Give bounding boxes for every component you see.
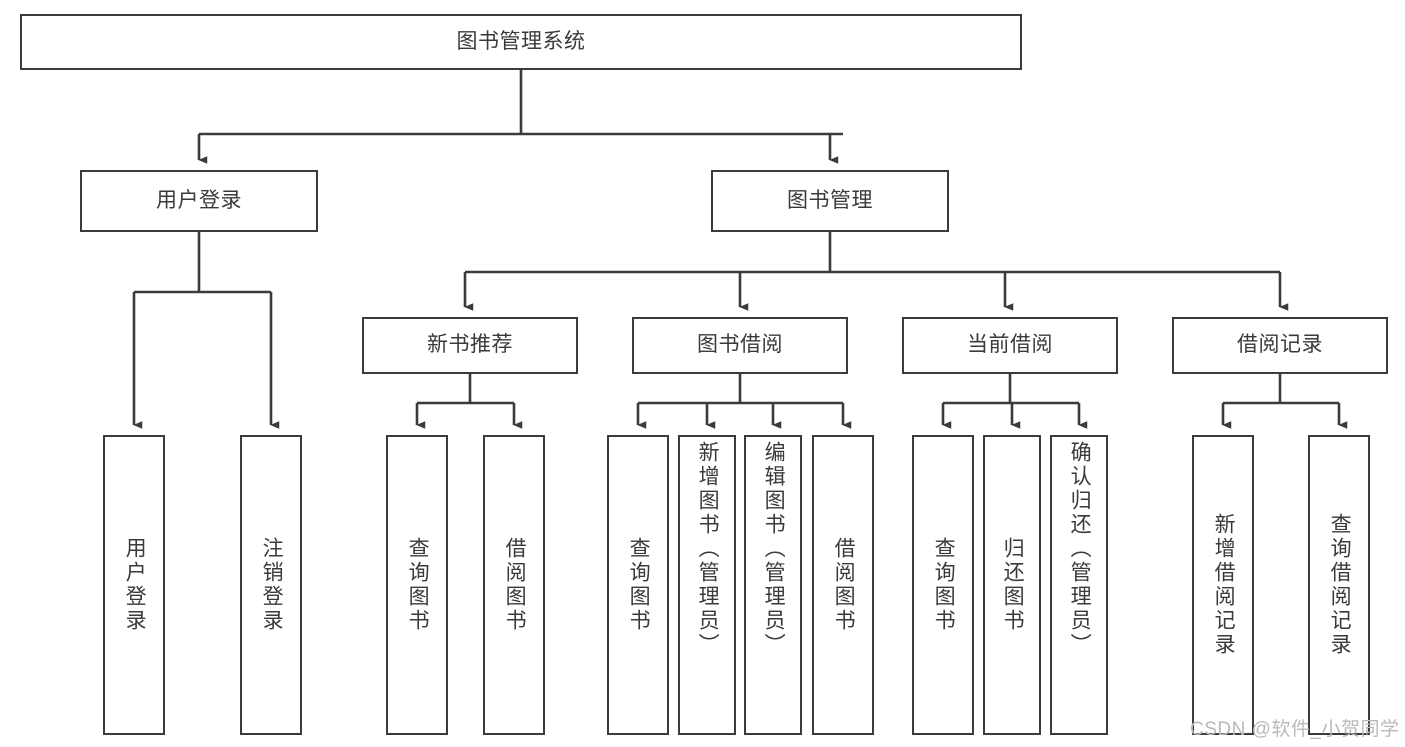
node-leaf-query-book-3-label: 查询图书 (932, 537, 956, 633)
node-leaf-edit-book-label: 编辑图书（管理员） (762, 441, 786, 657)
node-leaf-borrow-book-2[interactable]: 借阅图书 (812, 435, 874, 735)
node-user-login[interactable]: 用户登录 (80, 170, 318, 232)
node-leaf-query-record[interactable]: 查询借阅记录 (1308, 435, 1370, 735)
node-book-borrow[interactable]: 图书借阅 (632, 317, 848, 374)
node-leaf-query-book-1[interactable]: 查询图书 (386, 435, 448, 735)
node-leaf-borrow-book-1-label: 借阅图书 (503, 537, 527, 633)
node-leaf-return-book[interactable]: 归还图书 (983, 435, 1041, 735)
node-borrow-record-label: 借阅记录 (1237, 333, 1323, 357)
node-book-manage[interactable]: 图书管理 (711, 170, 949, 232)
node-leaf-query-book-2[interactable]: 查询图书 (607, 435, 669, 735)
node-leaf-user-login[interactable]: 用户登录 (103, 435, 165, 735)
node-leaf-query-record-label: 查询借阅记录 (1328, 513, 1352, 657)
node-root[interactable]: 图书管理系统 (20, 14, 1022, 70)
node-current-borrow[interactable]: 当前借阅 (902, 317, 1118, 374)
node-leaf-add-record-label: 新增借阅记录 (1212, 513, 1236, 657)
node-leaf-return-book-label: 归还图书 (1001, 537, 1025, 633)
node-leaf-query-book-1-label: 查询图书 (406, 537, 430, 633)
node-leaf-confirm-return[interactable]: 确认归还（管理员） (1050, 435, 1108, 735)
node-book-borrow-label: 图书借阅 (697, 333, 783, 357)
node-leaf-query-book-3[interactable]: 查询图书 (912, 435, 974, 735)
node-leaf-add-book-label: 新增图书（管理员） (696, 441, 720, 657)
node-leaf-logout-label: 注销登录 (260, 537, 284, 633)
node-borrow-record[interactable]: 借阅记录 (1172, 317, 1388, 374)
node-leaf-query-book-2-label: 查询图书 (627, 537, 651, 633)
node-new-book-rec-label: 新书推荐 (427, 333, 513, 357)
watermark-csdn: CSDN @软件_小贺同学 (1190, 719, 1400, 740)
node-leaf-user-login-label: 用户登录 (123, 537, 147, 633)
node-leaf-edit-book[interactable]: 编辑图书（管理员） (744, 435, 802, 735)
node-book-manage-label: 图书管理 (787, 188, 873, 212)
node-new-book-rec[interactable]: 新书推荐 (362, 317, 578, 374)
node-leaf-confirm-return-label: 确认归还（管理员） (1068, 441, 1092, 657)
node-user-login-label: 用户登录 (156, 188, 242, 212)
node-leaf-borrow-book-1[interactable]: 借阅图书 (483, 435, 545, 735)
node-current-borrow-label: 当前借阅 (967, 333, 1053, 357)
node-leaf-add-record[interactable]: 新增借阅记录 (1192, 435, 1254, 735)
node-root-label: 图书管理系统 (456, 29, 586, 53)
node-leaf-logout[interactable]: 注销登录 (240, 435, 302, 735)
node-leaf-borrow-book-2-label: 借阅图书 (832, 537, 856, 633)
node-leaf-add-book[interactable]: 新增图书（管理员） (678, 435, 736, 735)
